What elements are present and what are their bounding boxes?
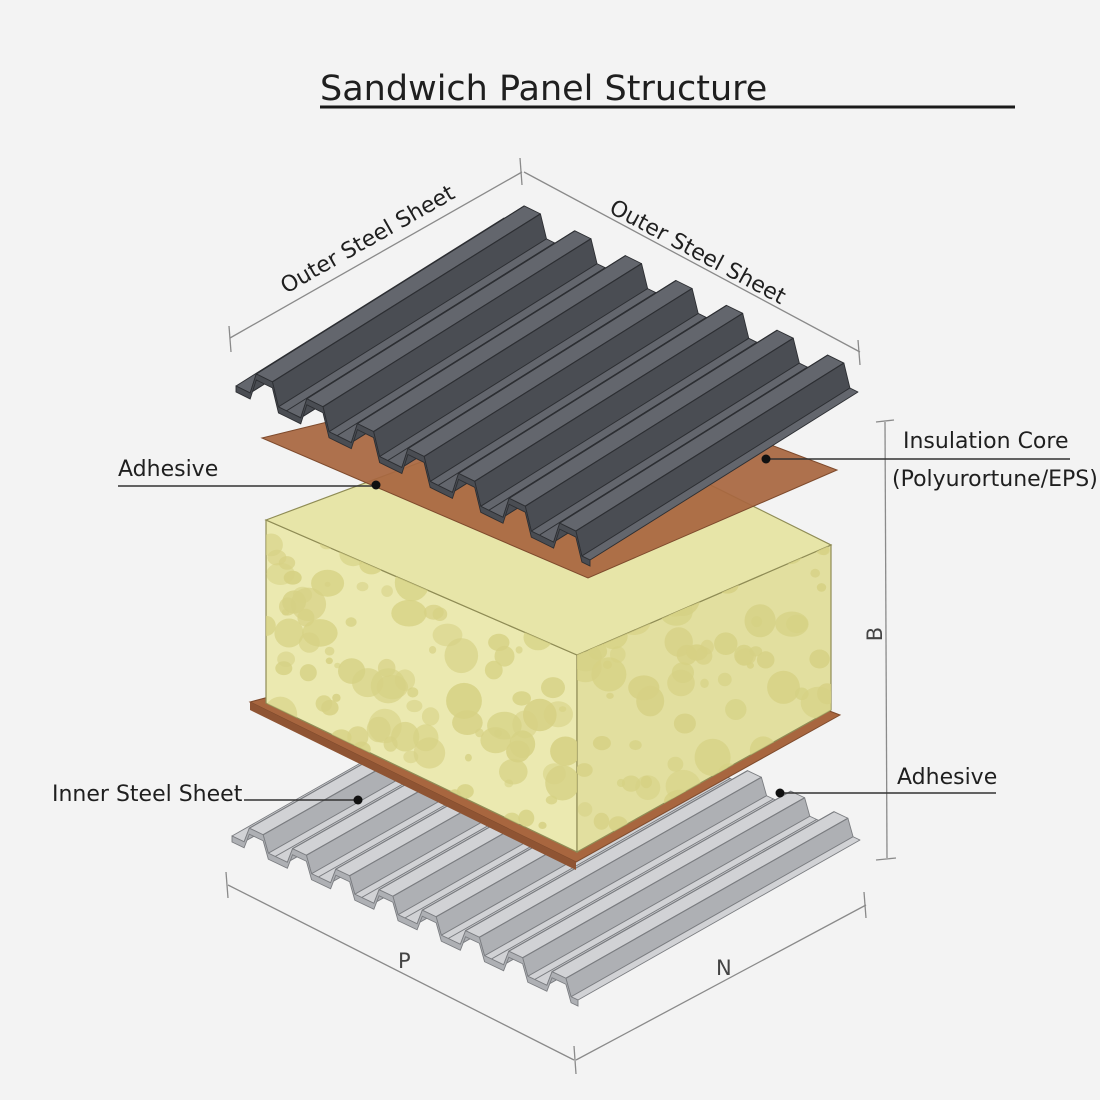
dimension-n-label: N: [716, 956, 732, 980]
bottom-dimension-lines: [225, 871, 867, 1075]
adhesive-bottom-label: Adhesive: [897, 765, 997, 790]
callout-adhesive-top: Adhesive: [118, 457, 381, 490]
diagram-title: Sandwich Panel Structure: [320, 69, 767, 109]
callout-inner-steel-sheet: Inner Steel Sheet: [52, 782, 363, 807]
inner-steel-sheet-label: Inner Steel Sheet: [52, 782, 243, 807]
insulation-core-label: Insulation Core: [903, 429, 1068, 454]
adhesive-top-label: Adhesive: [118, 457, 218, 482]
callout-adhesive-bottom: Adhesive: [775, 765, 997, 798]
dimension-p-label: P: [398, 949, 411, 973]
top-dimension-lines: [228, 157, 861, 366]
bottom-adhesive-edge: [250, 702, 576, 870]
outer-steel-sheet: [235, 205, 859, 567]
height-dimension-line: [875, 419, 897, 861]
callout-insulation-core: Insulation Core (Polyurortune/EPS): [761, 429, 1098, 492]
dimension-b-label: B: [863, 627, 887, 641]
insulation-core-sublabel: (Polyurortune/EPS): [892, 467, 1098, 492]
